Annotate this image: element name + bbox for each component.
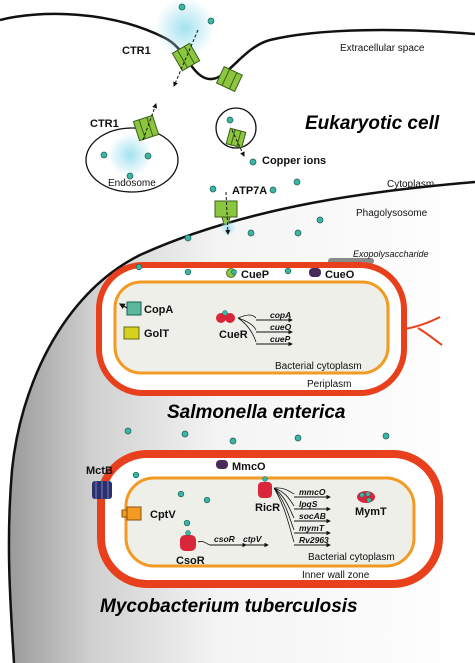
gene-copa: copA (270, 310, 291, 320)
eukaryotic-cell-title: Eukaryotic cell (305, 113, 440, 134)
copper-ion (226, 116, 234, 124)
mmco-protein-icon (216, 460, 228, 469)
mtb-inner-wall-label: Inner wall zone (302, 570, 370, 581)
copper-ion (231, 269, 237, 275)
ctr1-label: CTR1 (122, 45, 151, 57)
endosome-label: Endosome (108, 178, 156, 189)
atp7a-label: ATP7A (232, 185, 267, 197)
golt-transporter-icon (123, 326, 140, 340)
copper-ion (124, 427, 132, 435)
gene-cueo: cueO (270, 322, 292, 332)
mmco-label: MmcO (232, 461, 266, 473)
ctr1-transporter-icon (171, 42, 201, 72)
copper-ion (294, 434, 302, 442)
csor-regulation-line (197, 541, 211, 546)
mycobacterium-title: Mycobacterium tuberculosis (100, 596, 358, 617)
ctr1-internalizing-icon (215, 66, 243, 93)
salmonella-title: Salmonella enterica (167, 402, 346, 423)
mymt-label: MymT (355, 506, 387, 518)
cuer-regulator-icon (216, 310, 235, 323)
copper-ion (209, 185, 217, 193)
salmonella-cytoplasm-label: Bacterial cytoplasm (275, 361, 362, 372)
cytoplasm-label: Cytoplasm (387, 179, 434, 190)
exopolysaccharide-label: Exopolysaccharide (353, 249, 429, 259)
copper-ion (177, 490, 185, 498)
mtb-cytoplasm-label: Bacterial cytoplasm (308, 552, 395, 563)
gene-cuep: cueP (270, 334, 291, 344)
copper-ion (135, 263, 143, 271)
copper-ion (294, 229, 302, 237)
salmonella-flagellum (403, 316, 443, 346)
atp7a-export-arrow (225, 191, 231, 235)
cptv-label: CptV (150, 509, 176, 521)
salmonella-inner-membrane (113, 280, 390, 375)
copper-ion (183, 519, 191, 527)
mctb-porin-icon (92, 481, 112, 499)
gene-socab: socAB (299, 511, 326, 521)
copper-ion (382, 432, 390, 440)
salmonella-periplasm-label: Periplasm (307, 379, 351, 390)
extracellular-label: Extracellular space (340, 43, 425, 54)
copper-ion (100, 151, 108, 159)
copper-ion (249, 158, 257, 166)
plasma-membrane (0, 12, 475, 81)
copper-ion (144, 152, 152, 160)
ctr1-vesicle-icon (225, 127, 247, 149)
copper-ion (207, 17, 215, 25)
copper-ion (284, 267, 292, 275)
endosome-glow (108, 133, 152, 177)
copper-ion (203, 496, 211, 504)
gene-lpqs: lpqS (299, 499, 318, 509)
ctr1-endosome-icon (132, 114, 160, 142)
cuer-regulation-line (237, 314, 257, 343)
copper-ions-label: Copper ions (262, 155, 326, 167)
gene-mmco: mmcO (299, 487, 326, 497)
cuer-label: CueR (219, 329, 248, 341)
copper-ion (181, 430, 189, 438)
copa-label: CopA (144, 304, 173, 316)
mymt-protein-icon (357, 491, 375, 503)
ricr-label: RicR (255, 502, 280, 514)
gene-ctpv: ctpV (243, 534, 263, 544)
cueo-protein-icon (309, 268, 321, 277)
ctr1-glow (155, 0, 215, 58)
csor-regulator-icon (180, 530, 196, 551)
copper-ion (293, 178, 301, 186)
phagolysosome-membrane (7, 180, 475, 663)
cueo-label: CueO (325, 269, 355, 281)
copper-ion (178, 3, 186, 11)
mtb-inner-membrane (124, 476, 416, 568)
copa-transporter-icon (118, 301, 142, 316)
golt-label: GolT (144, 328, 169, 340)
copper-ion (229, 437, 237, 445)
copper-ion (126, 172, 134, 180)
copper-ion (184, 234, 192, 242)
vesicle (215, 107, 257, 149)
copper-ion (247, 229, 255, 237)
copper-ion (184, 268, 192, 276)
gene-mymt: mymT (299, 523, 325, 533)
mctb-label: MctB (86, 465, 113, 477)
copper-ion (269, 186, 277, 194)
gene-rv2963: Rv2963 (299, 535, 329, 545)
copper-ion (316, 216, 324, 224)
ctr1-endosome-label: CTR1 (90, 118, 119, 130)
cptv-transporter-icon (121, 506, 142, 521)
gene-csor: csoR (214, 534, 236, 544)
phagolysosome-label: Phagolysosome (356, 208, 428, 219)
ricr-regulator-icon (258, 476, 272, 498)
ctr1-endosome-arrow (142, 103, 157, 141)
csor-label: CsoR (176, 555, 205, 567)
ricr-regulation-line (273, 487, 295, 543)
copper-ion (132, 471, 140, 479)
cuep-label: CueP (241, 269, 269, 281)
ctr1-import-arrow (173, 29, 199, 87)
